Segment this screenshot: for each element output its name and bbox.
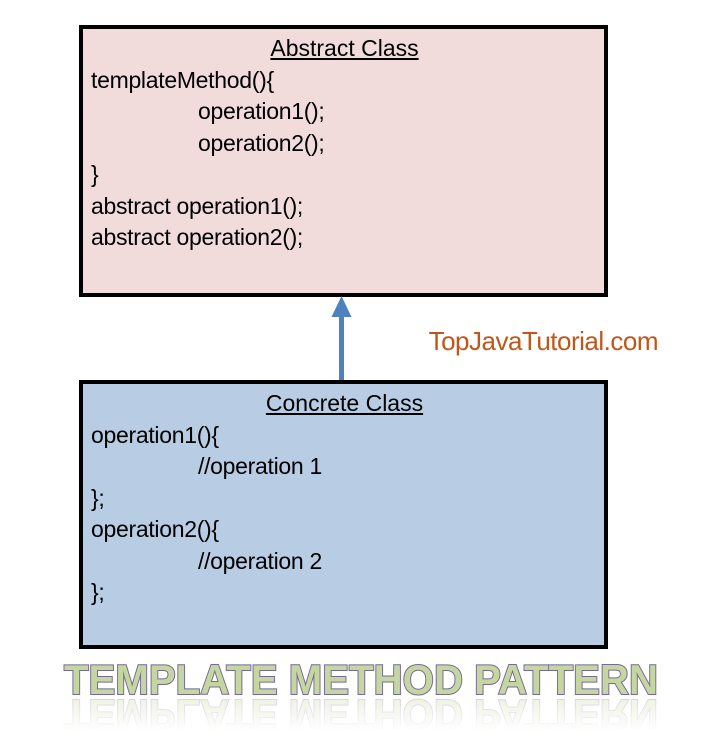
code-line: //operation 2: [198, 547, 322, 574]
code-line: operation2(){: [91, 516, 219, 542]
abstract-class-content: Abstract Class templateMethod(){ operati…: [83, 29, 604, 254]
code-line: //operation 1: [198, 453, 322, 479]
code-line: };: [91, 579, 105, 605]
caption-text: TEMPLATE METHOD PATTERN: [64, 656, 658, 703]
caption: TEMPLATE METHOD PATTERN TEMPLATE METHOD …: [0, 650, 715, 739]
concrete-class-content: Concrete Class operation1(){ //operation…: [83, 384, 604, 609]
reflection-fade: [0, 697, 715, 737]
watermark-text: TopJavaTutorial.com: [428, 326, 659, 356]
caption-wordart: TEMPLATE METHOD PATTERN TEMPLATE METHOD …: [0, 655, 715, 739]
code-line: operation1(){: [91, 421, 219, 448]
concrete-class-box: Concrete Class operation1(){ //operation…: [79, 380, 608, 649]
abstract-class-title: Abstract Class: [270, 35, 419, 61]
code-line: abstract operation1();: [91, 192, 304, 219]
concrete-class-title: Concrete Class: [265, 390, 424, 416]
inheritance-arrow: [331, 296, 352, 380]
abstract-class-box: Abstract Class templateMethod(){ operati…: [79, 25, 608, 297]
code-line: operation1();: [198, 98, 325, 124]
up-arrow-icon: [331, 296, 352, 380]
code-line: operation2();: [198, 129, 325, 156]
code-line: }: [91, 161, 99, 187]
code-line: };: [91, 484, 105, 511]
code-line: abstract operation2();: [91, 224, 304, 250]
code-line: templateMethod(){: [91, 66, 274, 93]
